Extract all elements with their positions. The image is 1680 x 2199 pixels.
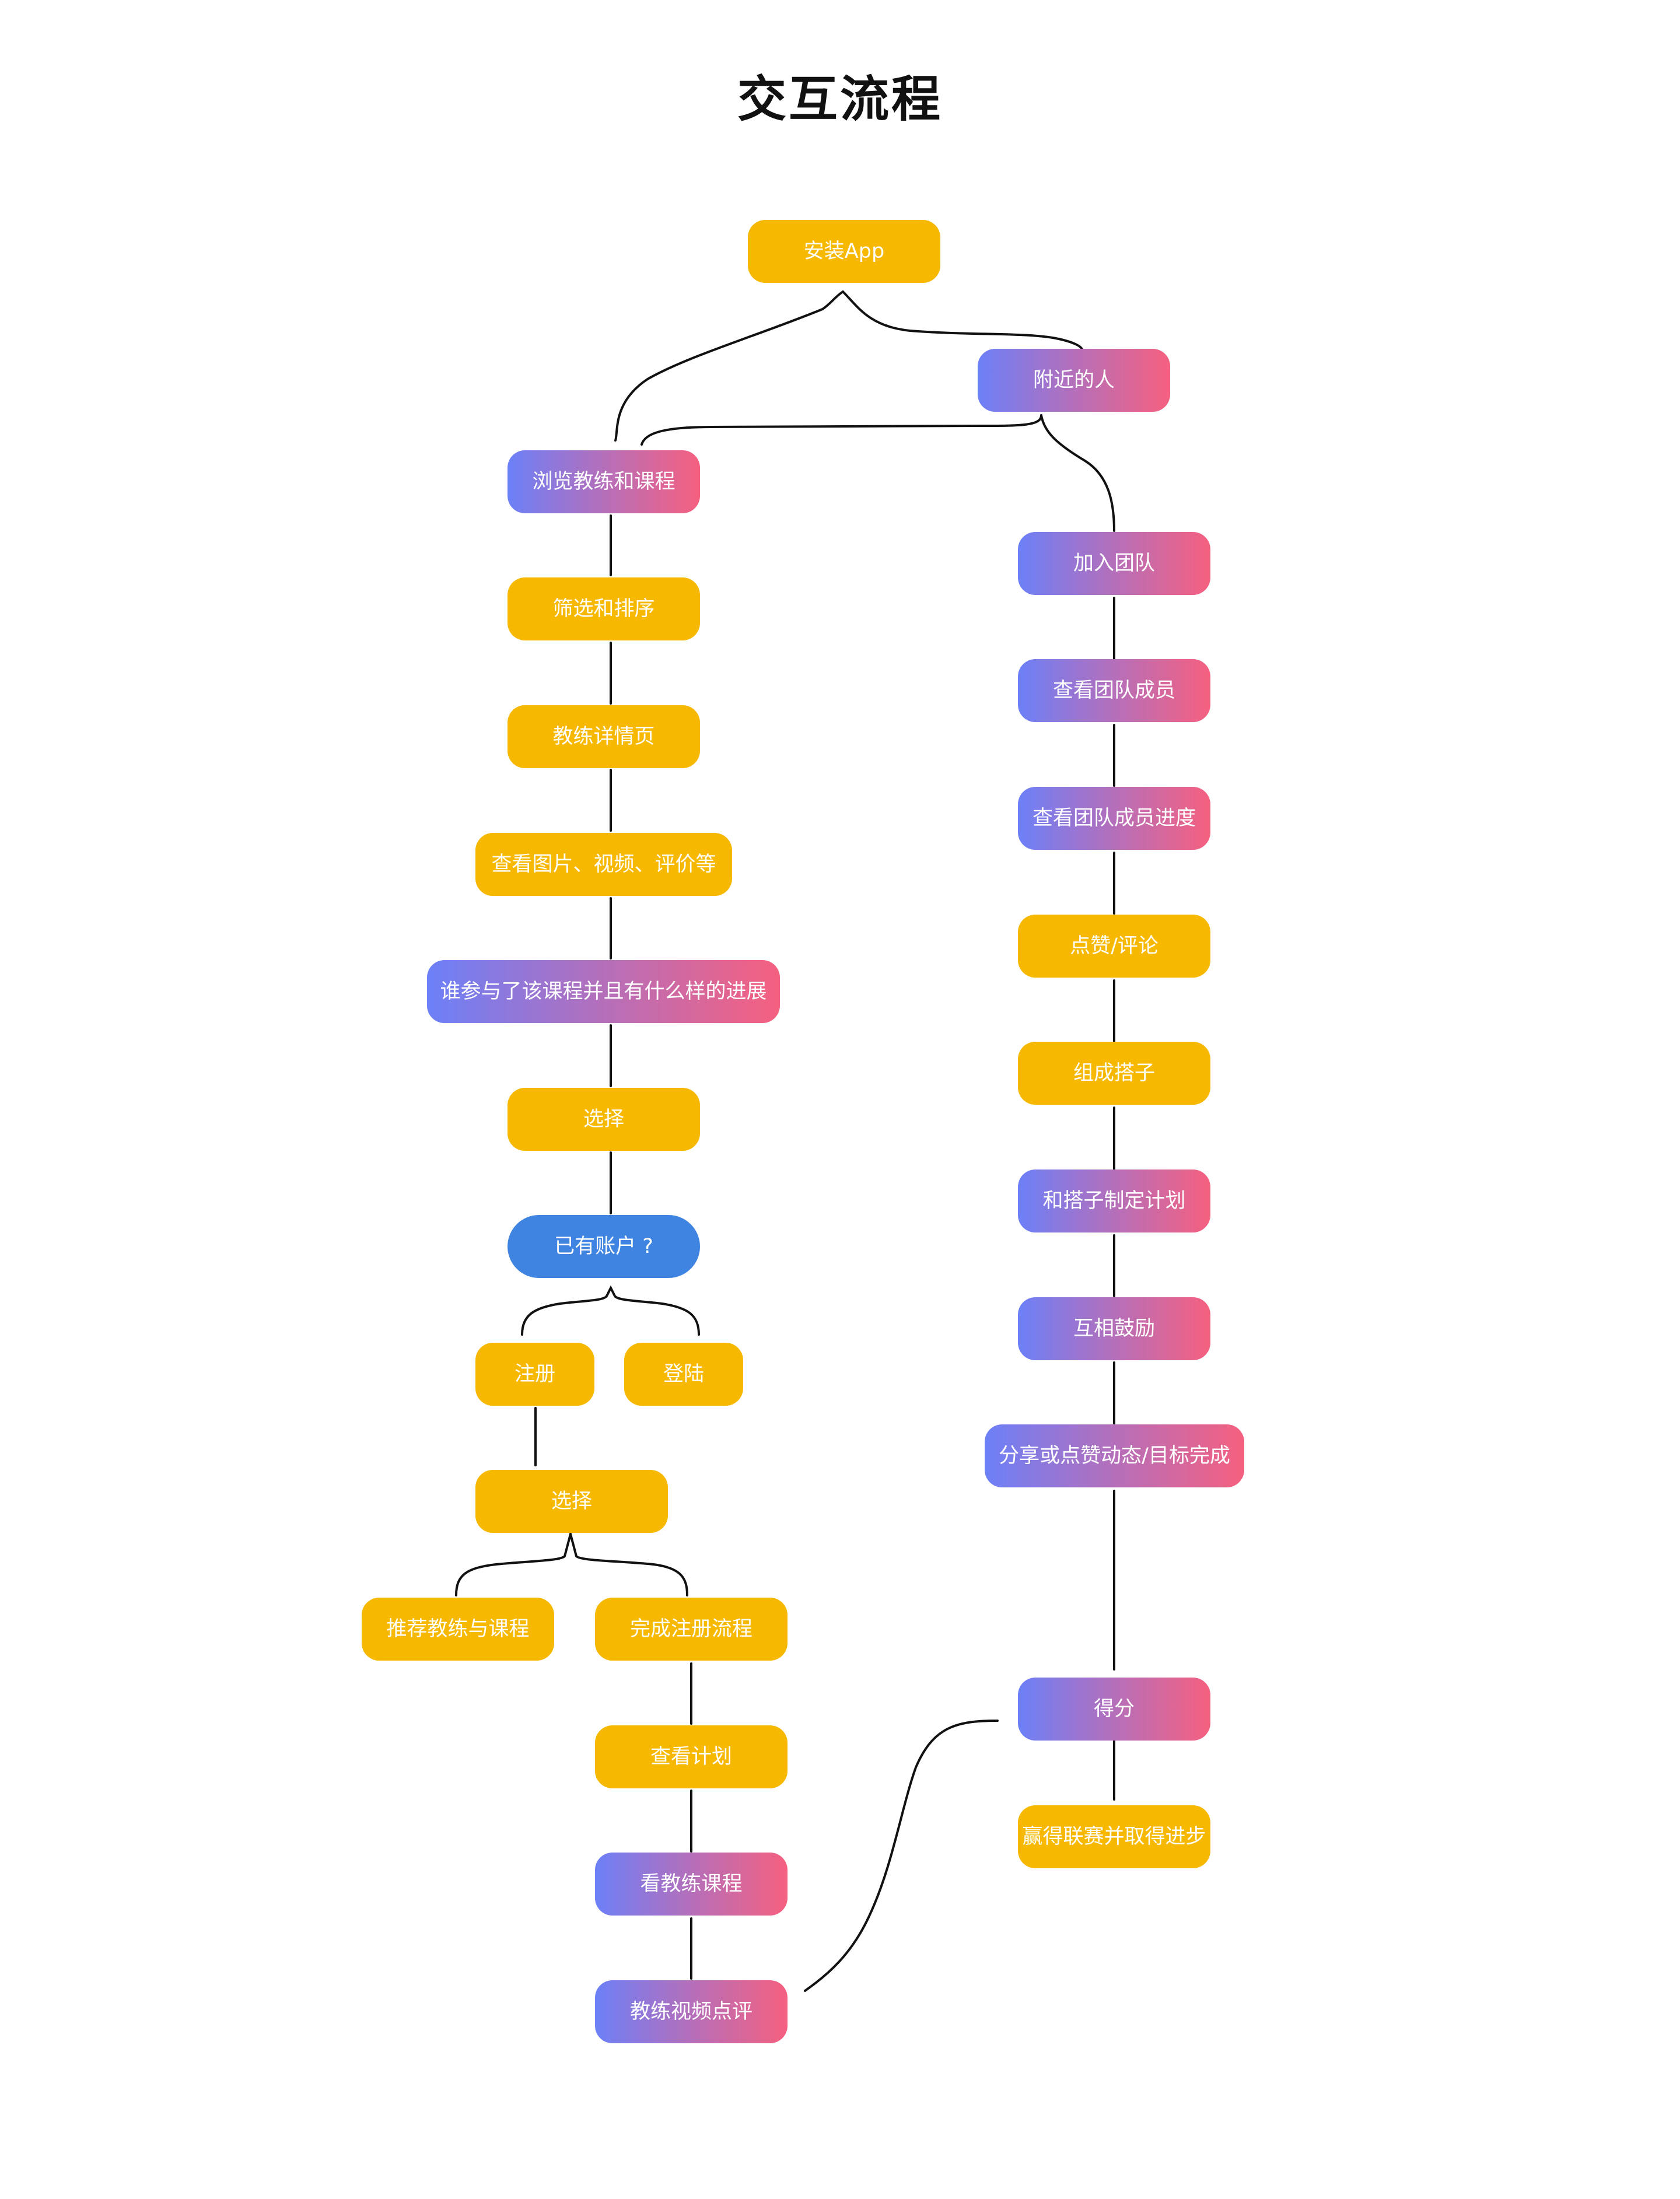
node-view-media[interactable]: 查看图片、视频、评价等 — [475, 833, 732, 896]
node-coach-detail[interactable]: 教练详情页 — [508, 705, 700, 768]
node-join-team[interactable]: 加入团队 — [1018, 532, 1210, 595]
node-browse-coaches[interactable]: 浏览教练和课程 — [508, 450, 700, 513]
node-share-like[interactable]: 分享或点赞动态/目标完成 — [985, 1424, 1244, 1487]
node-register[interactable]: 注册 — [475, 1343, 594, 1406]
connector-install-to-nearby — [842, 290, 1083, 351]
connector-install-to-browse — [614, 290, 844, 442]
node-team-members[interactable]: 查看团队成员 — [1018, 659, 1210, 722]
node-partner-plan[interactable]: 和搭子制定计划 — [1018, 1169, 1210, 1232]
node-score[interactable]: 得分 — [1018, 1678, 1210, 1741]
node-watch-course[interactable]: 看教练课程 — [595, 1853, 788, 1916]
node-choose-1[interactable]: 选择 — [508, 1088, 700, 1151]
node-finish-register[interactable]: 完成注册流程 — [595, 1598, 788, 1661]
node-install-app[interactable]: 安装App — [748, 220, 940, 283]
node-video-review[interactable]: 教练视频点评 — [595, 1980, 788, 2043]
connector-choose-brace — [455, 1529, 688, 1596]
page-title: 交互流程 — [737, 71, 943, 128]
node-win-league[interactable]: 赢得联赛并取得进步 — [1018, 1805, 1210, 1868]
node-nearby-people[interactable]: 附近的人 — [978, 349, 1170, 412]
node-member-progress[interactable]: 查看团队成员进度 — [1018, 787, 1210, 850]
node-like-comment[interactable]: 点赞/评论 — [1018, 915, 1210, 978]
node-has-account-decision[interactable]: 已有账户 ? — [508, 1215, 700, 1278]
node-view-plan[interactable]: 查看计划 — [595, 1725, 788, 1788]
node-filter-sort[interactable]: 筛选和排序 — [508, 577, 700, 640]
connector-account-brace — [521, 1285, 700, 1336]
node-login[interactable]: 登陆 — [624, 1343, 743, 1406]
node-encourage[interactable]: 互相鼓励 — [1018, 1297, 1210, 1360]
connector-nearby-to-browse — [640, 414, 1042, 446]
node-recommend[interactable]: 推荐教练与课程 — [362, 1598, 554, 1661]
connector-review-score — [804, 1720, 999, 1992]
node-form-partner[interactable]: 组成搭子 — [1018, 1042, 1210, 1105]
node-who-joined[interactable]: 谁参与了该课程并且有什么样的进展 — [427, 960, 780, 1023]
connector-nearby-to-team — [1040, 414, 1115, 532]
node-choose-2[interactable]: 选择 — [475, 1470, 668, 1533]
